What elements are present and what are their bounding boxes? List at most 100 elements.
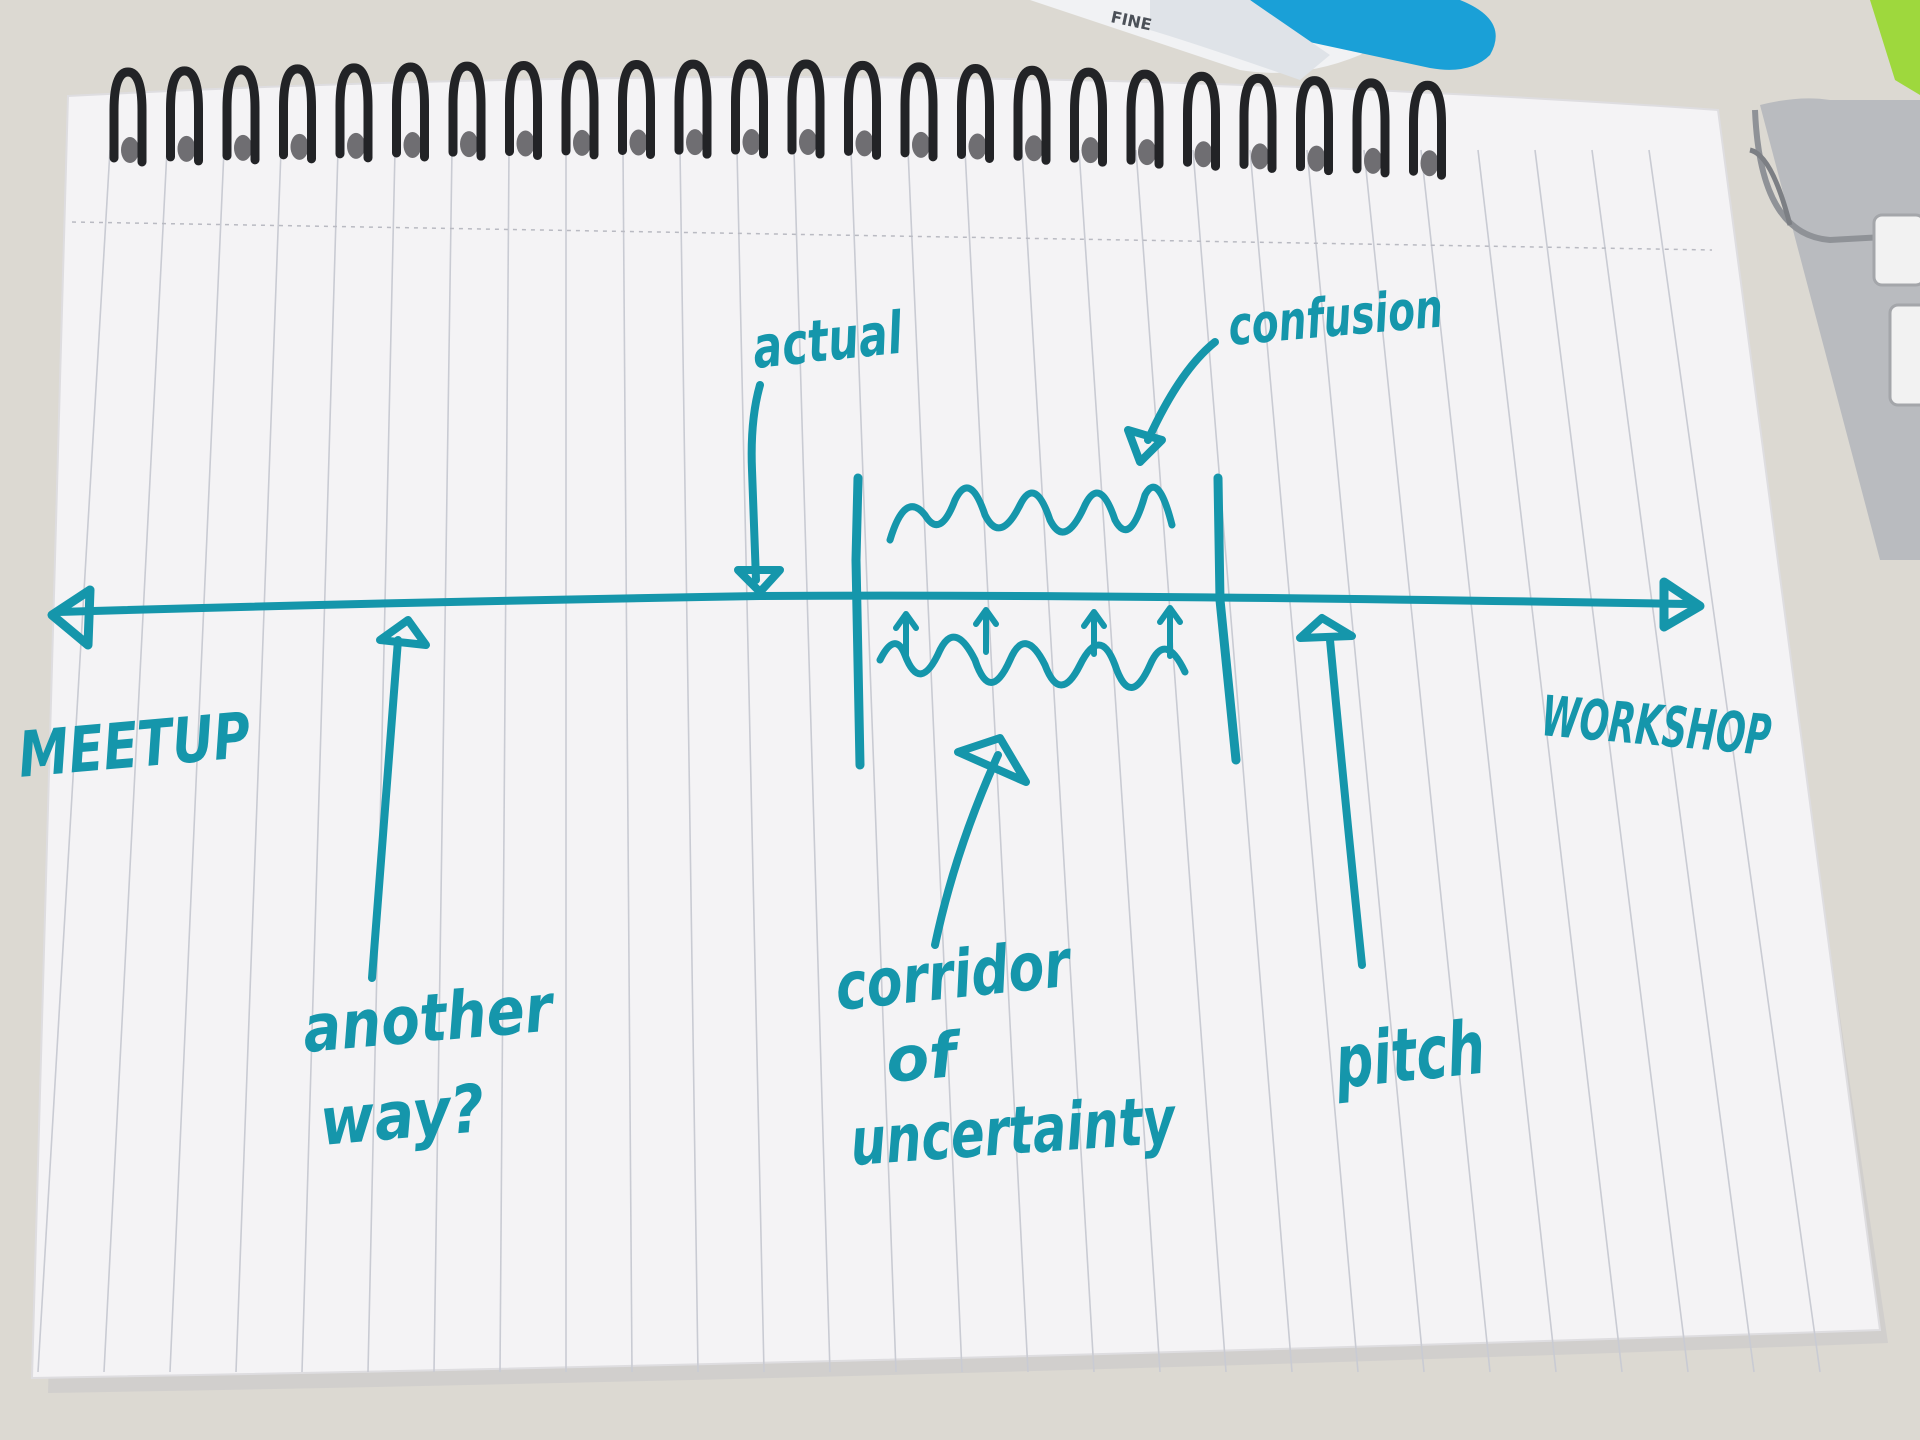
binding-hole: [403, 131, 422, 158]
ruled-line: [679, 149, 699, 1373]
another-way-label-line2: way?: [317, 1070, 488, 1161]
up-arrow-4: [1157, 605, 1183, 659]
spiral-coil: [335, 63, 373, 163]
actual-arrow-shaft: [747, 381, 764, 584]
pitch-arrow-shaft: [1326, 636, 1366, 969]
binding-hole: [234, 134, 252, 161]
ruled-line: [1420, 149, 1557, 1373]
ruled-line: [37, 149, 111, 1373]
ruled-line: [1363, 149, 1491, 1373]
timeline-axis: [54, 591, 1694, 616]
up-arrow-1: [893, 611, 919, 661]
spiral-coil: [561, 60, 599, 160]
ruled-line: [1591, 149, 1755, 1373]
corridor-left-bar: [851, 473, 865, 770]
binding-hole: [1138, 139, 1156, 166]
ruled-line: [103, 149, 168, 1373]
spiral-coil: [1126, 69, 1164, 169]
pitch-arrowhead: [1296, 614, 1356, 642]
binding-hole: [855, 130, 874, 157]
binding-hole: [290, 133, 309, 160]
ruled-line: [907, 149, 963, 1373]
corridor-label-line2: of: [883, 1018, 966, 1097]
another-way-arrow-shaft: [368, 636, 402, 982]
spiral-coil: [957, 63, 994, 163]
corridor-arrow-shaft: [931, 751, 1002, 949]
spiral-coil: [1183, 71, 1220, 171]
binding-hole: [177, 135, 196, 162]
ruled-lines: [37, 149, 1821, 1373]
spiral-coil: [1239, 73, 1277, 173]
ruled-line: [1192, 149, 1293, 1373]
ruled-line: [169, 149, 225, 1373]
spiral-coil: [222, 65, 260, 165]
binding-hole: [686, 129, 704, 156]
ruled-line: [1078, 149, 1161, 1373]
ruled-line: [1021, 149, 1095, 1373]
another-way-arrowhead: [376, 616, 430, 649]
binding-hole: [968, 133, 987, 160]
spiral-coil: [166, 66, 203, 166]
highlighter-pen: FINE: [1030, 0, 1496, 80]
binding-hole: [799, 129, 817, 156]
corridor-right-bar: [1213, 473, 1241, 765]
corridor-arrowhead: [954, 734, 1030, 786]
up-arrow-2: [973, 607, 999, 655]
ruled-line: [1534, 149, 1689, 1373]
confusion-squiggle: [886, 483, 1176, 544]
confusion-arrow-shaft: [1144, 338, 1219, 444]
spiral-binding: [109, 59, 1446, 180]
binding-hole: [121, 137, 139, 163]
ruled-line: [1249, 149, 1359, 1373]
spiral-coil: [448, 61, 486, 161]
binding-holes: [121, 129, 1439, 177]
binding-hole: [573, 129, 591, 156]
spiral-coil: [844, 60, 881, 160]
binding-hole: [1025, 135, 1043, 162]
up-arrow-3: [1081, 609, 1107, 657]
timeline-right-arrowhead: [1659, 577, 1705, 632]
binding-hole: [347, 132, 365, 159]
keyboard: [1749, 98, 1920, 560]
spiral-coil: [1070, 67, 1107, 167]
spiral-coil: [787, 59, 825, 159]
binding-hole: [1194, 141, 1213, 168]
ruled-line: [433, 149, 453, 1373]
spiral-coil: [731, 59, 768, 159]
corridor-squiggle: [876, 633, 1189, 691]
spiral-coil: [1296, 76, 1333, 176]
spiral-coil: [392, 62, 429, 162]
binding-hole: [1081, 137, 1100, 164]
ruled-line: [367, 149, 396, 1373]
binding-hole: [516, 130, 535, 157]
spiral-coil: [279, 64, 316, 164]
ruled-line: [301, 149, 339, 1373]
timeline-left-arrowhead: [47, 585, 95, 650]
spiral-coil: [1352, 78, 1390, 178]
notebook-paper: [30, 59, 1888, 1393]
ruled-line: [235, 149, 282, 1373]
binding-hole: [1420, 150, 1439, 177]
binding-hole: [1364, 147, 1382, 174]
spiral-coil: [1409, 80, 1446, 180]
spiral-coil: [1013, 65, 1051, 165]
ruled-line: [1477, 149, 1623, 1373]
ruled-line: [1306, 149, 1425, 1373]
binding-hole: [460, 131, 478, 158]
binding-hole: [1251, 143, 1269, 170]
spiral-coil: [505, 60, 542, 160]
spiral-coil: [618, 59, 655, 159]
binding-hole: [912, 131, 930, 158]
spiral-coil: [674, 59, 712, 159]
small-up-arrows: [893, 605, 1183, 661]
top-margin-line: [71, 221, 1713, 251]
ruled-line: [1648, 149, 1821, 1373]
ruled-line: [793, 149, 831, 1373]
ruled-line: [736, 149, 765, 1373]
actual-arrowhead: [734, 566, 784, 596]
ruled-line: [499, 149, 510, 1373]
ruled-line: [622, 149, 633, 1373]
confusion-arrowhead: [1124, 426, 1166, 466]
pitch-label: pitch: [1330, 1005, 1489, 1106]
